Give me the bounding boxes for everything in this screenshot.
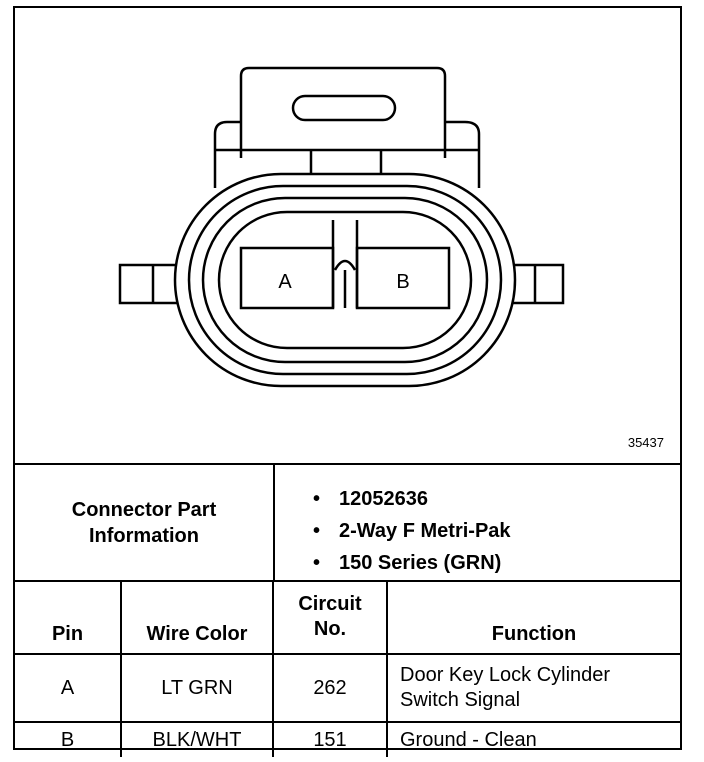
diagram-frame: A B 35437 Connector Part Information 120… — [13, 6, 682, 757]
table-row: B BLK/WHT 151 Ground - Clean — [15, 721, 680, 757]
connector-series: 150 Series (GRN) — [313, 547, 511, 579]
connector-info-list: 12052636 2-Way F Metri-Pak 150 Series (G… — [313, 483, 511, 579]
cell-function-text: Door Key Lock Cylinder Switch Signal — [400, 664, 611, 711]
center-divider — [331, 220, 359, 308]
connector-type: 2-Way F Metri-Pak — [313, 515, 511, 547]
figure-number: 35437 — [627, 435, 664, 450]
header-pin: Pin — [15, 581, 122, 655]
cell-function: Door Key Lock Cylinder Switch Signal — [386, 653, 680, 723]
cell-function: Ground - Clean — [386, 721, 680, 757]
connector-info-row: Connector Part Information 12052636 2-Wa… — [15, 465, 680, 582]
cell-pin: A — [15, 653, 122, 723]
housing-ring-2 — [187, 184, 503, 376]
cell-pin: B — [15, 721, 122, 757]
connector-part-number: 12052636 — [313, 483, 511, 515]
header-circuit-no-text: Circuit No. — [298, 593, 362, 640]
connector-info-label: Connector Part Information — [15, 465, 275, 580]
cell-wire-color: BLK/WHT — [120, 721, 274, 757]
cell-circuit-no: 151 — [272, 721, 388, 757]
header-function: Function — [386, 581, 680, 655]
connector-face-svg: A B — [118, 66, 565, 388]
latch-slot — [291, 94, 397, 122]
cell-circuit-no: 262 — [272, 653, 388, 723]
pin-table-header: Pin Wire Color Circuit No. Function — [15, 581, 680, 655]
housing-ring-3 — [201, 196, 489, 364]
connector-latch — [239, 66, 447, 158]
latch-collar — [213, 120, 481, 188]
cell-wire-color: LT GRN — [120, 653, 274, 723]
table-row: A LT GRN 262 Door Key Lock Cylinder Swit… — [15, 653, 680, 723]
pin-table: Pin Wire Color Circuit No. Function A LT… — [15, 581, 680, 757]
header-wire-color: Wire Color — [120, 581, 274, 655]
housing-inner — [217, 210, 473, 350]
pin-label-b: B — [396, 271, 409, 293]
connector-info-label-text: Connector Part Information — [71, 498, 217, 547]
header-circuit-no: Circuit No. — [272, 581, 388, 655]
pin-label-a: A — [278, 271, 292, 293]
connector-drawing: A B 35437 — [15, 8, 680, 465]
